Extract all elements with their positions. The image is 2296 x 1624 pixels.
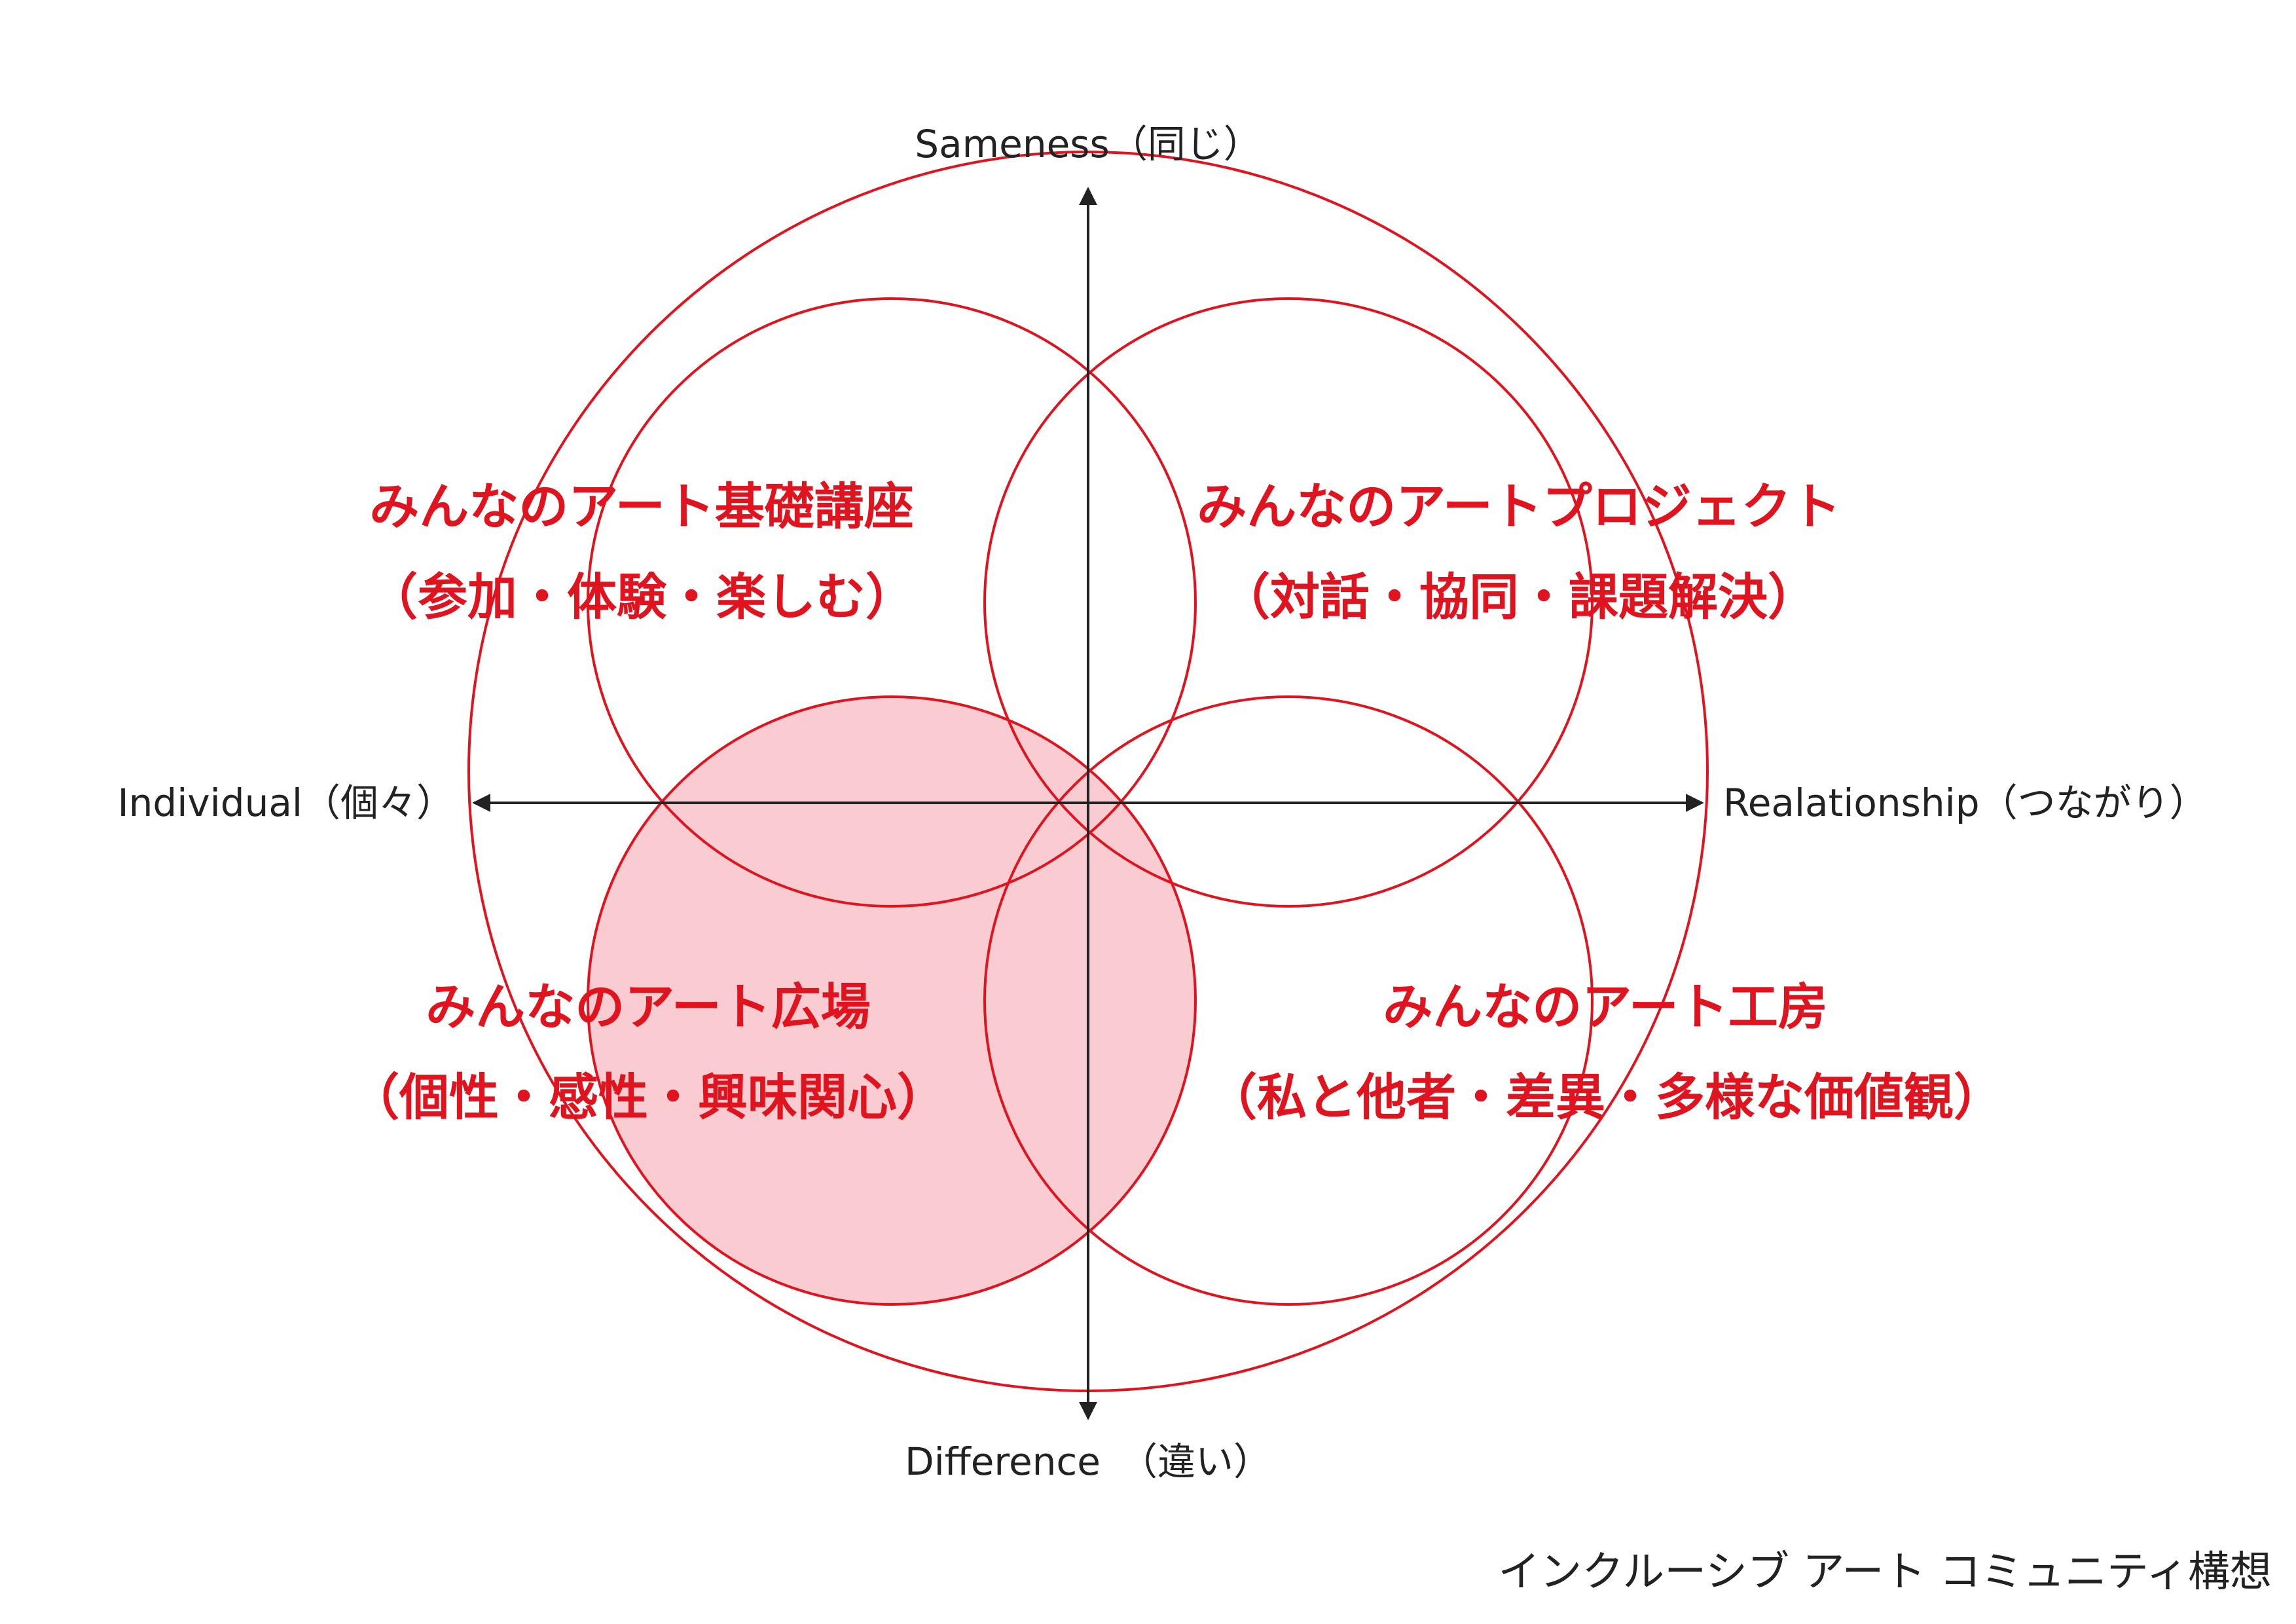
- highlight-circle: [588, 697, 1195, 1304]
- quadrant-sub-top-left: （参加・体験・楽しむ）: [368, 568, 915, 626]
- diagram-footer-title: インクルーシブ アート コミュニティ構想: [1498, 1548, 2272, 1596]
- circle-top-right: [983, 297, 1594, 908]
- circle-bottom-right: [983, 695, 1594, 1306]
- axis-label-top: Sameness（同じ）: [915, 122, 1261, 166]
- axis-label-left: Individual（個々）: [118, 781, 454, 825]
- circle-bottom-left: [587, 695, 1197, 1306]
- quadrant-title-top-right: みんなのアートプロジェクト: [1197, 477, 1840, 536]
- quadrant-sub-bottom-left: （個性・感性・興味関心）: [350, 1068, 947, 1126]
- quadrant-sub-bottom-right: （私と他者・差異・多様な価値観）: [1207, 1068, 2003, 1126]
- axis-label-right: Realationship（つながり）: [1723, 781, 2208, 825]
- quadrant-title-bottom-left: みんなのアート広場: [426, 978, 870, 1036]
- quadrant-sub-top-right: （対話・協同・課題解決）: [1220, 568, 1817, 626]
- quadrant-title-bottom-right: みんなのアート工房: [1383, 978, 1827, 1036]
- circle-top-left: [587, 297, 1197, 908]
- axis-label-bottom: Difference （違い）: [905, 1439, 1271, 1484]
- quadrant-title-top-left: みんなのアート基礎講座: [369, 477, 913, 536]
